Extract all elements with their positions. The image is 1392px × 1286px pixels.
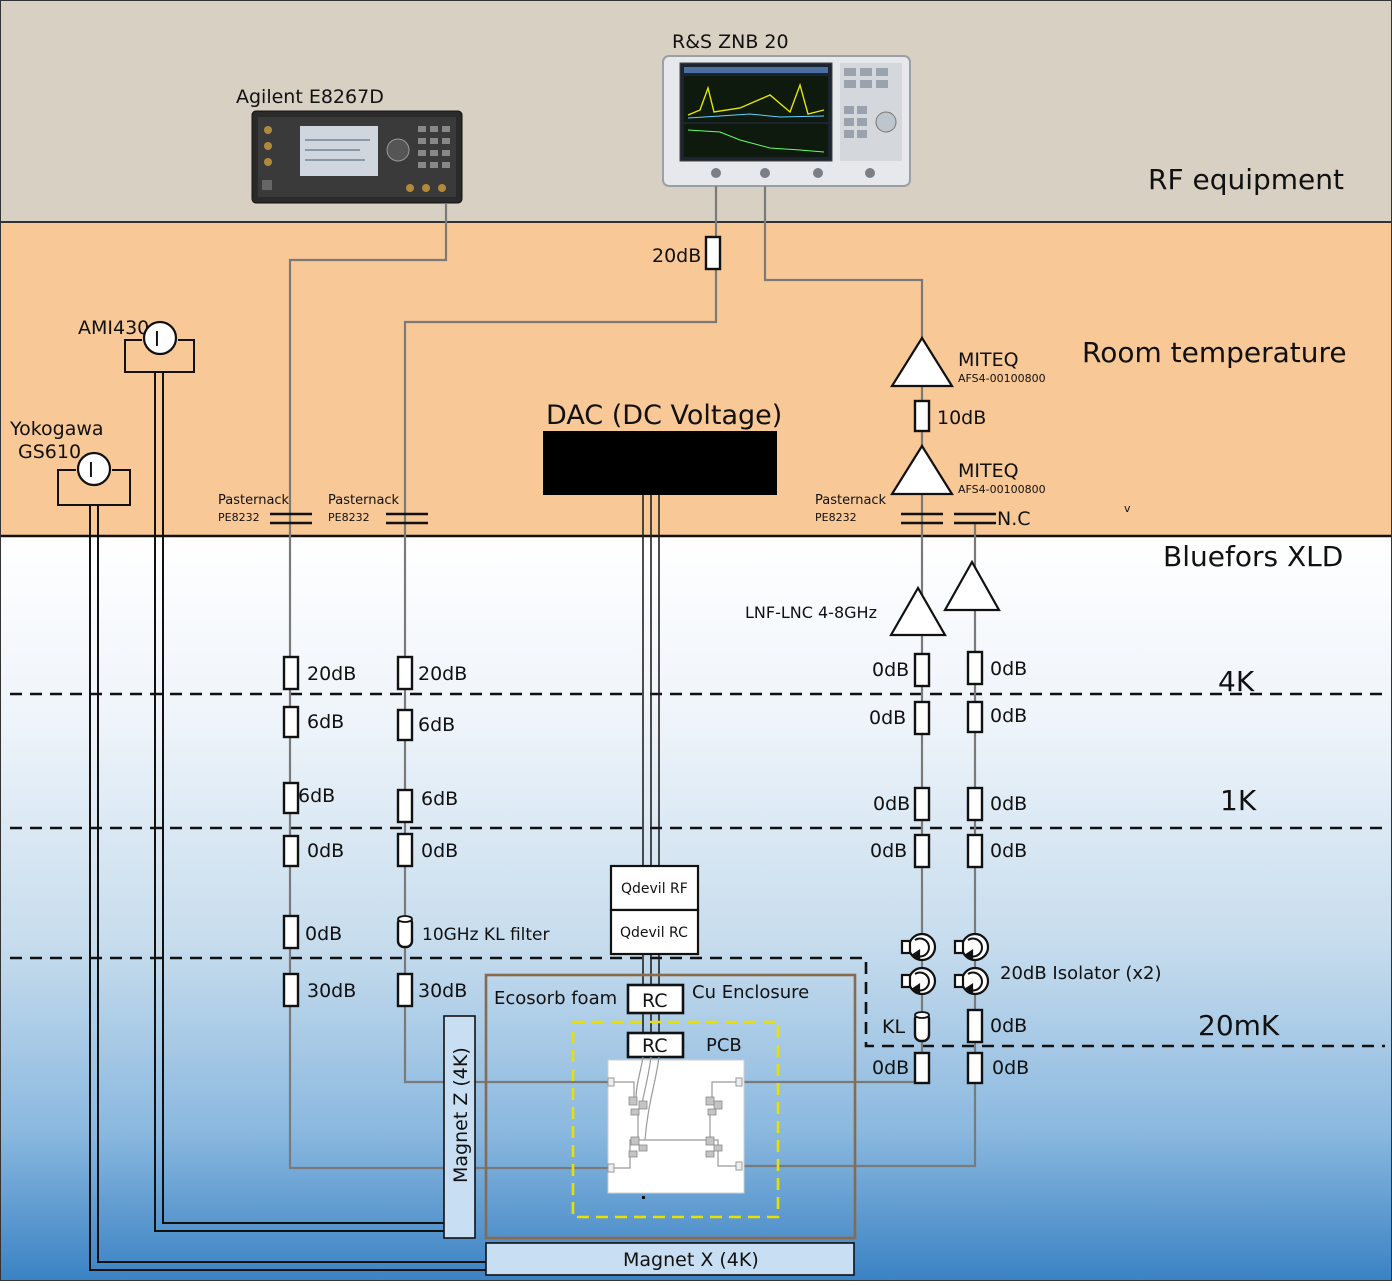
nc-label: N.C: [997, 508, 1031, 530]
agilent-signal-generator: [252, 111, 462, 203]
output-1-att-e-label: 0dB: [872, 1057, 909, 1079]
miteq-2-name: MITEQ: [958, 460, 1019, 482]
pasternack-3-name: Pasternack: [815, 493, 887, 508]
input-1-att-20db-label: 20dB: [307, 663, 356, 685]
input-2-att-30db-label: 30dB: [418, 980, 467, 1002]
zone-label-room-temperature: Room temperature: [1082, 336, 1347, 369]
input-2-att-0db-label: 0dB: [421, 840, 458, 862]
miteq-attenuator-label: 10dB: [937, 407, 986, 429]
dac-label: DAC (DC Voltage): [546, 400, 782, 431]
miteq-1-part: AFS4-00100800: [958, 372, 1046, 385]
input-2-att-6db-b-label: 6dB: [421, 788, 458, 810]
magnet-x-label: Magnet X (4K): [623, 1249, 759, 1271]
isolator-label: 20dB Isolator (x2): [1000, 963, 1161, 984]
zone-label-20mk: 20mK: [1198, 1009, 1280, 1042]
input-1-att-20db: [284, 657, 298, 689]
input-1-att-30db-label: 30dB: [307, 980, 356, 1002]
output-2-att-f: [968, 1053, 982, 1083]
pasternack-2-name: Pasternack: [328, 493, 400, 508]
input-2-att-6db-a-label: 6dB: [418, 714, 455, 736]
stray-mark: v: [1124, 502, 1131, 515]
pasternack-3-part: PE8232: [815, 511, 857, 524]
input-1-att-0db-a-label: 0dB: [307, 840, 344, 862]
hemt-label: LNF-LNC 4-8GHz: [745, 603, 877, 622]
input-2-att-20db: [398, 657, 412, 689]
output-2-att-d: [968, 835, 982, 867]
input-1-att-0db-a: [284, 836, 298, 866]
ami-source-symbol: I: [154, 327, 160, 351]
rc-filter-2-label: RC: [642, 1035, 668, 1057]
yokogawa-label-line1: Yokogawa: [9, 418, 104, 440]
zone-label-1k: 1K: [1220, 784, 1257, 817]
input-1-att-6db-a: [284, 707, 298, 737]
input-1-att-6db-b-label: 6dB: [298, 785, 335, 807]
output-1-att-d-label: 0dB: [870, 840, 907, 862]
output-2-att-c: [968, 788, 982, 820]
output-1-att-c-label: 0dB: [873, 793, 910, 815]
input-2-att-6db-b: [398, 790, 412, 822]
input-1-att-30db: [284, 974, 298, 1006]
vna-attenuator: [706, 237, 720, 269]
output-2-att-b-label: 0dB: [990, 705, 1027, 727]
qdevil-rc-label: Qdevil RC: [620, 925, 688, 941]
input-2-att-0db: [398, 834, 412, 866]
output-2-att-e-label: 0dB: [990, 1015, 1027, 1037]
miteq-attenuator: [915, 401, 929, 431]
input-2-kl-filter-label: 10GHz KL filter: [422, 925, 549, 945]
rc-filter-1-label: RC: [642, 990, 668, 1012]
pcb-label: PCB: [706, 1035, 742, 1056]
dac-box: [543, 431, 777, 495]
input-1-att-6db-b: [284, 783, 298, 813]
input-1-att-0db-b: [284, 916, 298, 948]
input-2-att-30db: [398, 974, 412, 1006]
output-1-att-b: [915, 702, 929, 734]
vna-label: R&S ZNB 20: [672, 31, 789, 53]
cu-enclosure-label: Cu Enclosure: [692, 982, 809, 1003]
pasternack-2-part: PE8232: [328, 511, 370, 524]
input-1-att-6db-a-label: 6dB: [307, 711, 344, 733]
output-1-att-e: [915, 1053, 929, 1083]
miteq-2-part: AFS4-00100800: [958, 483, 1046, 496]
ami-label: AMI430: [78, 317, 149, 339]
input-2-att-6db-a: [398, 710, 412, 740]
output-1-kl-filter: [915, 1012, 929, 1041]
output-2-att-a-label: 0dB: [990, 658, 1027, 680]
output-2-att-a: [968, 652, 982, 684]
ami-source-icon: [144, 322, 176, 354]
zone-label-bluefors: Bluefors XLD: [1163, 540, 1343, 573]
pcb-chip: [608, 1057, 744, 1199]
vna-attenuator-label: 20dB: [652, 245, 701, 267]
ecosorb-label: Ecosorb foam: [494, 988, 617, 1009]
qdevil-rf-label: Qdevil RF: [621, 881, 688, 897]
yokogawa-source-symbol: I: [88, 458, 94, 482]
zone-label-rf-equipment: RF equipment: [1148, 163, 1344, 196]
vna-instrument: [663, 56, 910, 186]
magnet-z-label: Magnet Z (4K): [450, 1047, 472, 1183]
pasternack-1-part: PE8232: [218, 511, 260, 524]
input-2-kl-filter: [398, 916, 412, 947]
output-2-att-e: [968, 1010, 982, 1042]
output-1-att-c: [915, 788, 929, 820]
output-1-att-a-label: 0dB: [872, 659, 909, 681]
output-1-att-b-label: 0dB: [869, 707, 906, 729]
output-1-att-d: [915, 835, 929, 867]
yokogawa-source-icon: [78, 453, 110, 485]
agilent-label: Agilent E8267D: [236, 86, 384, 108]
output-1-kl-label: KL: [882, 1016, 905, 1038]
yokogawa-label-line2: GS610: [18, 441, 81, 463]
input-2-att-20db-label: 20dB: [418, 663, 467, 685]
input-1-att-0db-b-label: 0dB: [305, 923, 342, 945]
output-2-att-f-label: 0dB: [992, 1057, 1029, 1079]
output-1-att-a: [915, 654, 929, 686]
pasternack-1-name: Pasternack: [218, 493, 290, 508]
miteq-1-name: MITEQ: [958, 349, 1019, 371]
output-2-att-d-label: 0dB: [990, 840, 1027, 862]
output-2-att-b: [968, 702, 982, 732]
output-2-att-c-label: 0dB: [990, 793, 1027, 815]
